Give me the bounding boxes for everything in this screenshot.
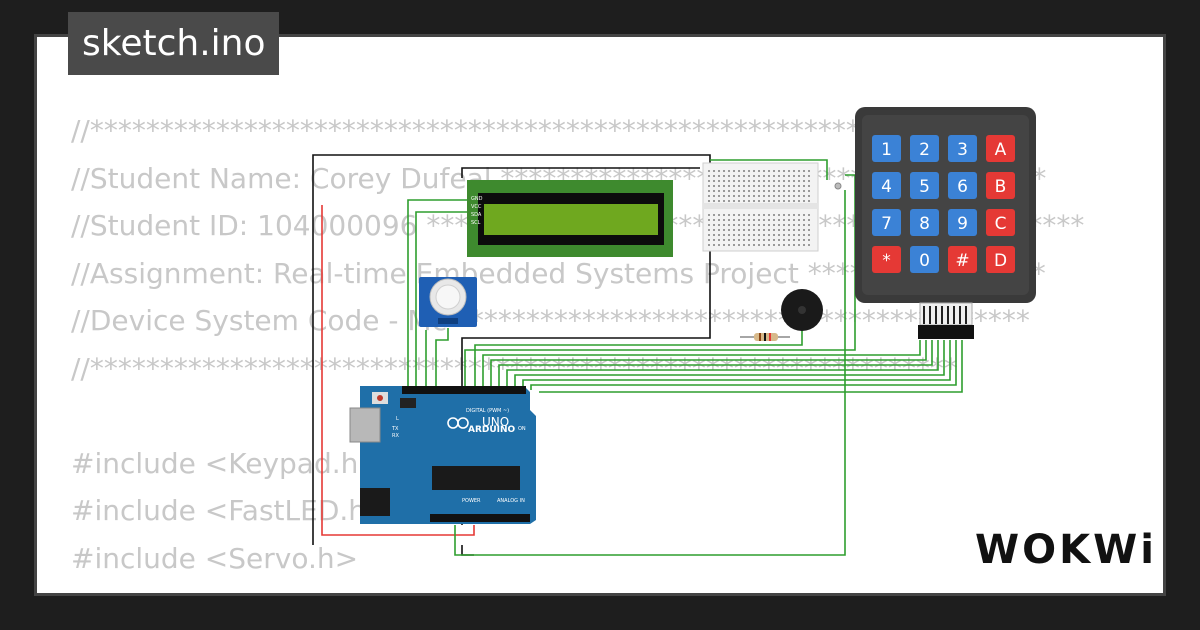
keypad-key-label: 2: [919, 140, 930, 160]
arduino-digital-label: DIGITAL (PWM ~): [466, 408, 509, 414]
green-key-wire-7: [530, 340, 957, 390]
green-servo-wire: [464, 174, 856, 390]
keypad-key-2[interactable]: 2: [910, 135, 939, 162]
green-pir-wire-2: [435, 328, 449, 390]
keypad-pin: [959, 306, 961, 324]
keypad-key-label: D: [994, 251, 1007, 271]
green-buzzer-wire: [474, 330, 803, 390]
green-lcd-wire-1: [407, 199, 470, 390]
red-power-wire: [321, 205, 475, 536]
resistor: [740, 333, 790, 341]
keypad-key-#[interactable]: #: [948, 246, 977, 273]
code-line: #include <LiquidCrystal_I2C.h>: [71, 582, 1084, 593]
code-line: #include <Keypad.h>: [71, 446, 382, 480]
lcd-pin-sda: SDA: [471, 212, 482, 218]
code-line: //**************************************…: [71, 114, 958, 147]
breadboard: [702, 162, 819, 252]
keypad-key-label: 9: [957, 214, 968, 234]
keypad-key-4[interactable]: 4: [872, 172, 901, 199]
keypad-key-label: B: [995, 177, 1007, 197]
arduino-infinity-logo-icon: [447, 417, 469, 429]
lcd-display: GND VCC SDA SCL: [467, 180, 673, 257]
lcd-pin-scl: SCL: [471, 220, 481, 226]
arduino-on-label: ON: [518, 426, 526, 432]
green-key-wire-4: [506, 340, 939, 390]
keypad-key-A[interactable]: A: [986, 135, 1015, 162]
keypad-key-6[interactable]: 6: [948, 172, 977, 199]
brand-logo: WOKWi: [975, 527, 1157, 573]
keypad: 1 2 3 A 4 5 6 B 7 8 9 C * 0 # D: [855, 107, 1036, 339]
keypad-key-7[interactable]: 7: [872, 209, 901, 236]
green-breadboard-wire: [710, 159, 828, 180]
keypad-pin: [929, 306, 931, 324]
arduino-rx-label: RX: [392, 433, 399, 439]
keypad-key-8[interactable]: 8: [910, 209, 939, 236]
arduino-power-label: POWER: [462, 498, 481, 504]
keypad-key-label: 8: [919, 214, 930, 234]
green-key-wire-8: [539, 340, 963, 393]
file-tab[interactable]: sketch.ino: [68, 12, 280, 75]
keypad-key-C[interactable]: C: [986, 209, 1015, 236]
lcd-pin-vcc: VCC: [471, 204, 482, 210]
lcd-pin-gnd: GND: [471, 196, 483, 202]
green-key-wire-6: [522, 340, 951, 390]
keypad-key-label: 0: [919, 251, 930, 271]
arduino-model-label: UNO: [482, 415, 509, 429]
arduino-tx-label: TX: [391, 426, 399, 432]
keypad-key-D[interactable]: D: [986, 246, 1015, 273]
keypad-key-*[interactable]: *: [872, 246, 901, 273]
arduino-uno: ARDUINO UNO DIGITAL (PWM ~) POWER ANALOG…: [349, 386, 536, 524]
green-long-wire: [454, 190, 846, 556]
keypad-key-label: 3: [957, 140, 968, 160]
reset-button-icon: [377, 395, 383, 401]
arduino-analog-label: ANALOG IN: [497, 498, 525, 504]
arduino-l-label: L: [396, 416, 399, 422]
arduino-brand-label: ARDUINO: [468, 425, 516, 435]
keypad-pin: [935, 306, 937, 324]
buzzer: [781, 289, 823, 331]
code-line: #include <FastLED.h>: [71, 494, 390, 527]
keypad-key-3[interactable]: 3: [948, 135, 977, 162]
code-line: #include <Servo.h>: [71, 541, 359, 575]
green-key-wire-3: [498, 340, 933, 390]
green-key-wire-1: [482, 340, 921, 390]
keypad-key-B[interactable]: B: [986, 172, 1015, 199]
keypad-key-label: C: [995, 214, 1007, 234]
green-lcd-wire-2: [415, 211, 470, 390]
pir-sensor: [419, 277, 477, 327]
keypad-key-1[interactable]: 1: [872, 135, 901, 162]
keypad-key-label: *: [882, 251, 891, 271]
green-key-wire-2: [490, 340, 927, 390]
keypad-key-9[interactable]: 9: [948, 209, 977, 236]
keypad-pin: [953, 306, 955, 324]
keypad-key-label: 7: [881, 214, 892, 234]
keypad-pin: [923, 306, 925, 324]
keypad-pin: [965, 306, 967, 324]
keypad-key-label: 4: [881, 177, 892, 197]
keypad-key-label: A: [995, 140, 1007, 160]
keypad-key-label: 5: [919, 177, 930, 197]
green-key-wire-5: [514, 340, 945, 390]
keypad-pin: [947, 306, 949, 324]
keypad-pin: [941, 306, 943, 324]
black-lcd-wire: [461, 167, 700, 178]
keypad-key-label: 6: [957, 177, 968, 197]
keypad-key-label: 1: [881, 140, 892, 160]
keypad-key-0[interactable]: 0: [910, 246, 939, 273]
keypad-key-5[interactable]: 5: [910, 172, 939, 199]
keypad-key-label: #: [955, 251, 969, 271]
black-gnd2-wire: [461, 545, 474, 556]
servo-connector: [834, 182, 842, 190]
